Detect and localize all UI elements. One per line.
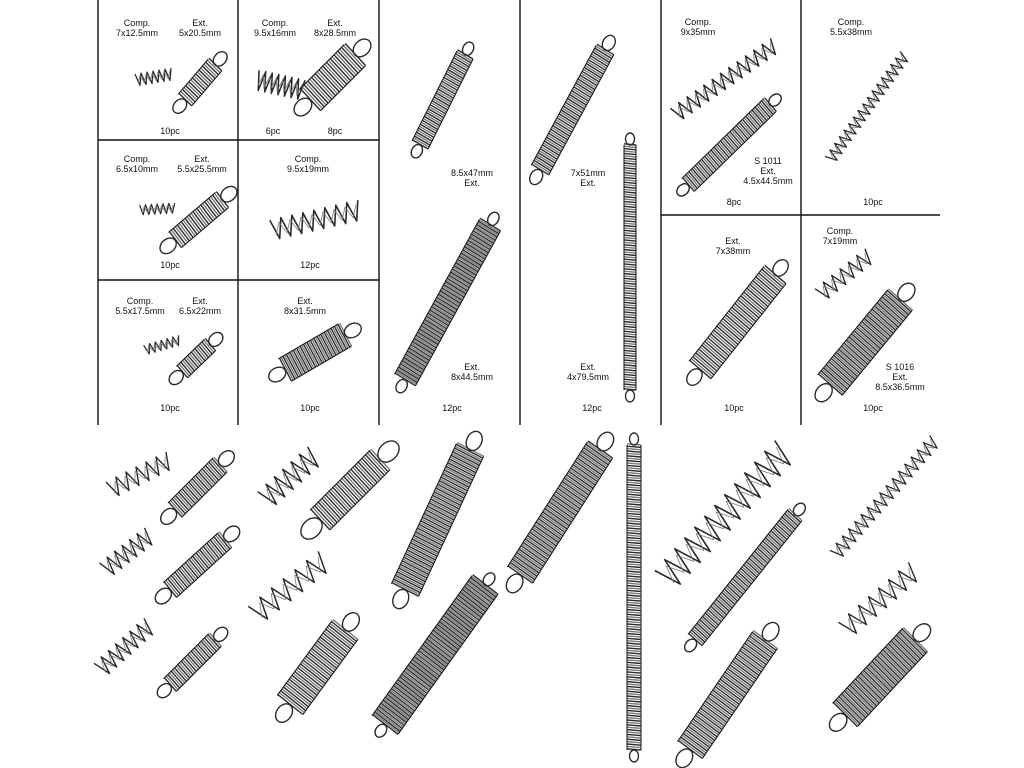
compression-spring [99, 527, 153, 575]
extension-spring [268, 322, 362, 383]
grid-lines [97, 0, 940, 425]
comp-spec-label: Comp.5.5x17.5mm [115, 296, 165, 316]
compression-spring [814, 248, 872, 299]
extension-spring [390, 430, 485, 610]
compression-spring [134, 68, 172, 87]
extension-spring [410, 41, 475, 159]
extension-spring [683, 502, 807, 653]
quantity-label: 10pc [724, 403, 744, 413]
comp-spec-label: Comp.5.5x38mm [829, 17, 873, 37]
ext-spec-label: Ext.6.5x22mm [178, 296, 222, 316]
compression-spring [105, 451, 170, 497]
quantity-label: 8pc [327, 126, 343, 136]
compression-spring [669, 38, 777, 120]
extension-spring [505, 431, 615, 594]
extension-spring [828, 623, 932, 732]
ext-spec-label: Ext.8x31.5mm [283, 296, 327, 316]
quantity-label: 10pc [300, 403, 320, 413]
ext-spec-label: Ext.4x79.5mm [566, 362, 610, 382]
comp-spec-label: Comp.9x35mm [680, 17, 716, 37]
compression-spring [257, 446, 319, 506]
extension-spring [159, 185, 238, 255]
ext-spec-label: Ext.8x44.5mm [450, 362, 494, 382]
compression-spring [257, 70, 306, 100]
extension-spring [814, 282, 916, 403]
quantity-label: 10pc [160, 260, 180, 270]
compression-spring [247, 551, 327, 620]
ext-spec-label: Ext.5.5x25.5mm [177, 154, 227, 174]
comp-spec-label: Comp.9.5x16mm [253, 18, 297, 38]
extension-spring [172, 51, 228, 114]
quantity-label: 10pc [863, 197, 883, 207]
compression-spring [824, 51, 909, 161]
compression-spring [143, 335, 180, 355]
extension-spring [156, 626, 229, 699]
quantity-label: 10pc [160, 126, 180, 136]
extension-spring [274, 612, 361, 723]
quantity-label: 10pc [863, 403, 883, 413]
comp-spec-label: Comp.7x12.5mm [115, 18, 159, 38]
extension-spring [293, 38, 372, 117]
quantity-label: 12pc [300, 260, 320, 270]
comp-spec-label: Comp.9.5x19mm [286, 154, 330, 174]
ext-spec-label: Ext.8x28.5mm [313, 18, 357, 38]
quantity-label: 6pc [265, 126, 281, 136]
compression-spring [139, 202, 176, 216]
extension-spring [675, 621, 780, 768]
extension-spring [371, 572, 499, 738]
extension-spring [623, 132, 637, 403]
compression-spring [654, 440, 792, 585]
extension-spring [626, 432, 642, 763]
extension-spring [676, 93, 782, 197]
ext-spec-label: Ext.7x38mm [715, 236, 751, 256]
extension-spring [686, 259, 789, 386]
ext-spec-label: Ext.5x20.5mm [178, 18, 222, 38]
compression-spring [838, 562, 918, 634]
comp-spec-label: Comp.6.5x10mm [115, 154, 159, 174]
extension-spring [300, 440, 400, 540]
compression-spring [829, 435, 938, 557]
compression-spring [93, 617, 154, 675]
springs-layer [93, 34, 938, 768]
extension-spring [528, 34, 617, 186]
quantity-label: 8pc [726, 197, 742, 207]
quantity-label: 12pc [582, 403, 602, 413]
comp-spec-label: Comp.7x19mm [822, 226, 858, 246]
quantity-label: 12pc [442, 403, 462, 413]
extension-spring [159, 449, 236, 526]
extension-spring [168, 331, 224, 386]
extension-spring [394, 211, 501, 394]
extension-spring [154, 525, 241, 605]
compression-spring [269, 200, 359, 240]
quantity-label: 10pc [160, 403, 180, 413]
